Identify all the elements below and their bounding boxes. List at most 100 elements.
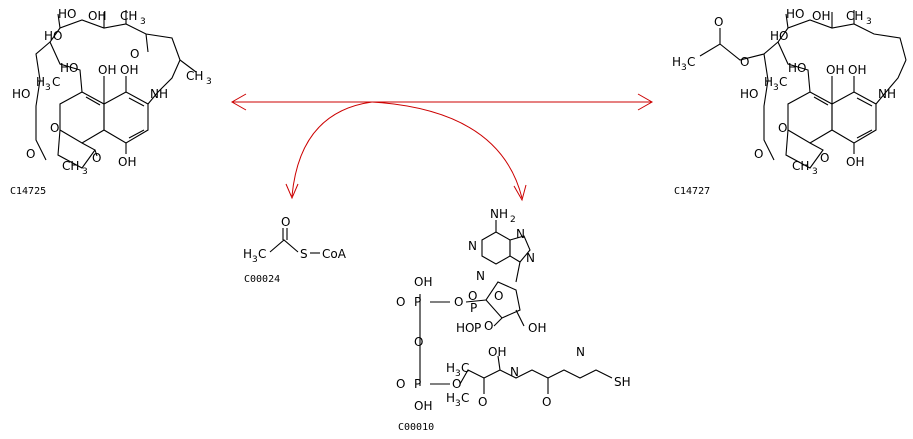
- reaction-arrows: [230, 93, 654, 202]
- coa-structure: NH 2 N N N N O OH O O OH P O O P O HO P …: [396, 207, 631, 433]
- ring-a: [59, 91, 105, 144]
- atom-p: P: [414, 295, 421, 309]
- atom-oh: OH: [846, 155, 864, 169]
- product-structure: O H 3 C O OH OH NH OH O O O HO HO OH HO …: [672, 7, 907, 197]
- atom-o: O: [542, 395, 551, 409]
- acetyl-coa-id: C00024: [244, 274, 280, 285]
- svg-text:C: C: [461, 391, 469, 405]
- atom-h3c: H: [446, 361, 455, 375]
- svg-text:3: 3: [206, 77, 212, 87]
- svg-text:C: C: [52, 75, 60, 89]
- atom-n: N: [516, 227, 525, 241]
- atom-p: P: [470, 301, 477, 315]
- atom-o: O: [414, 335, 423, 349]
- substrate-id: C14725: [10, 186, 46, 197]
- atom-ho: HO: [58, 7, 76, 21]
- atom-n: N: [510, 365, 519, 379]
- curved-arrow-to-acetylcoa: [291, 101, 373, 197]
- right-arrowhead: [637, 93, 654, 111]
- atom-ho: HO: [740, 87, 758, 101]
- atom-oh: OH: [848, 63, 866, 77]
- svg-text:3: 3: [812, 167, 818, 177]
- atom-o: O: [754, 147, 763, 161]
- atom-o: O: [92, 151, 101, 165]
- atom-oh: OH: [528, 321, 546, 335]
- atom-h3c: H: [672, 55, 681, 69]
- svg-text:3: 3: [455, 399, 461, 409]
- atom-o: O: [714, 15, 723, 29]
- atom-ch3: CH: [792, 159, 809, 173]
- atom-o: O: [396, 295, 405, 309]
- svg-text:3: 3: [773, 83, 779, 93]
- product-id: C14727: [674, 186, 710, 197]
- atom-oh: OH: [414, 399, 432, 413]
- atom-n: N: [476, 269, 485, 283]
- atom-o: O: [478, 395, 487, 409]
- atom-nh2: NH: [490, 207, 508, 221]
- svg-text:3: 3: [252, 255, 258, 265]
- curved-arrow-to-coa: [371, 101, 523, 199]
- atom-o: O: [396, 377, 405, 391]
- atom-oh: OH: [118, 155, 136, 169]
- svg-text:3: 3: [45, 83, 51, 93]
- atom-o: O: [130, 47, 139, 61]
- atom-ch3: CH: [62, 159, 79, 173]
- svg-text:C: C: [461, 361, 469, 375]
- svg-text:3: 3: [866, 17, 872, 27]
- atom-p: P: [414, 377, 421, 391]
- acetyl-coa-structure: O H 3 C S CoA C00024: [243, 215, 347, 285]
- atom-oh: OH: [414, 275, 432, 289]
- atom-oh: OH: [88, 9, 106, 23]
- atom-n: N: [526, 251, 535, 265]
- atom-ho: HO: [788, 61, 806, 75]
- atom-ch3: CH: [120, 9, 137, 23]
- atom-ho: HO: [44, 29, 62, 43]
- atom-n: N: [576, 345, 585, 359]
- atom-o: O: [454, 295, 463, 309]
- atom-nh: NH: [878, 87, 896, 101]
- coa-id: C00010: [398, 422, 434, 433]
- ring-b: [103, 91, 149, 144]
- atom-o: O: [452, 377, 461, 391]
- atom-oh: OH: [826, 63, 844, 77]
- coa-label: CoA: [322, 247, 347, 261]
- atom-o: O: [468, 289, 477, 303]
- atom-n: N: [468, 239, 477, 253]
- atom-o: O: [820, 151, 829, 165]
- atom-o: O: [740, 55, 749, 69]
- svg-text:3: 3: [82, 167, 88, 177]
- atom-nh: NH: [150, 87, 168, 101]
- atom-o: O: [50, 121, 59, 135]
- atom-o: O: [494, 289, 503, 303]
- atom-oh: OH: [98, 63, 116, 77]
- atom-sh: SH: [614, 375, 631, 389]
- left-arrowhead: [230, 93, 247, 111]
- atom-h3c: H: [446, 391, 455, 405]
- atom-h3c: H: [764, 75, 773, 89]
- atom-p: P: [474, 321, 481, 335]
- svg-text:3: 3: [140, 17, 146, 27]
- atom-oh: OH: [488, 345, 506, 359]
- atom-hop: HO: [456, 321, 474, 335]
- atom-o: O: [281, 215, 290, 229]
- coa-arrowhead: [513, 184, 527, 202]
- atom-o: O: [484, 319, 493, 333]
- acetylcoa-arrowhead: [285, 183, 299, 200]
- atom-h3c: H: [36, 75, 45, 89]
- atom-ho: HO: [786, 7, 804, 21]
- svg-text:3: 3: [455, 369, 461, 379]
- atom-ch3: CH: [846, 9, 863, 23]
- atom-o: O: [26, 147, 35, 161]
- atom-h3c: H: [243, 247, 252, 261]
- atom-ho: HO: [770, 29, 788, 43]
- atom-ho: HO: [12, 87, 30, 101]
- atom-ho: HO: [60, 61, 78, 75]
- svg-text:C: C: [687, 55, 695, 69]
- substrate-structure: OH OH O NH OH O O O HO HO OH HO HO CH 3 …: [10, 7, 212, 197]
- atom-ch3: CH: [186, 69, 203, 83]
- svg-text:C: C: [258, 247, 266, 261]
- atom-s: S: [300, 247, 308, 261]
- atom-oh: OH: [812, 9, 830, 23]
- atom-oh: OH: [120, 63, 138, 77]
